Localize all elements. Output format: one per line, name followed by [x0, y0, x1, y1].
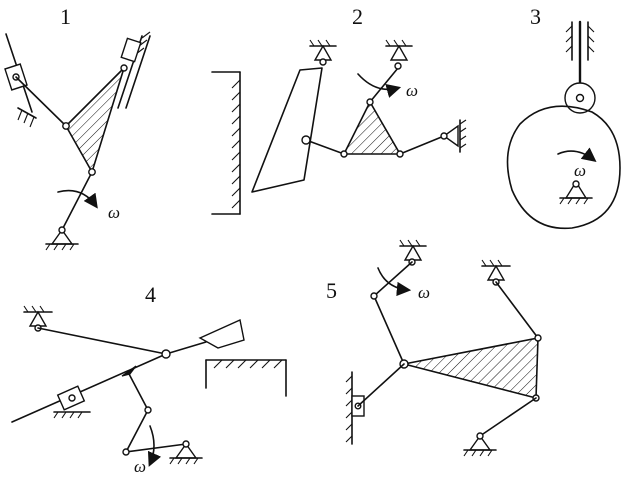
link-rocker [127, 371, 149, 411]
mechanism-2: 2 [211, 4, 467, 215]
fixed-support-crank [399, 239, 427, 266]
mechanism-3: 3 ω [506, 4, 621, 230]
mechanism-1: 1 [4, 4, 151, 251]
fixed-support-crank [385, 39, 413, 70]
omega-label: ω [418, 283, 430, 302]
crank-link [369, 67, 399, 103]
link-ground [125, 443, 187, 453]
wall-fixed [211, 71, 241, 215]
rocker-link [399, 135, 445, 155]
roller-pin [575, 93, 585, 103]
mechanism-5: 5 [326, 239, 542, 457]
mechanism-3-label: 3 [530, 4, 541, 29]
link-plate-coupler [305, 139, 345, 155]
coupler-plate [403, 337, 539, 400]
long-rod [11, 353, 167, 423]
crank-link [373, 261, 413, 297]
omega-arrow [147, 425, 162, 467]
coupler-link [373, 295, 405, 365]
coupler-triangle [342, 100, 402, 155]
follower-guide [565, 21, 595, 61]
rod-bracket [121, 365, 137, 377]
omega-arrow [357, 73, 402, 98]
omega-label: ω [406, 81, 418, 100]
joint [120, 64, 128, 72]
joint [534, 334, 542, 342]
mechanism-4: 4 [11, 282, 287, 476]
fixed-support-right [481, 259, 511, 286]
cam-disc [506, 105, 621, 230]
mechanism-1-label: 1 [60, 4, 71, 29]
joint [366, 98, 374, 106]
omega-label: ω [134, 457, 146, 476]
slider-wall [345, 371, 365, 445]
joint [301, 135, 311, 145]
coupler-triangle [65, 67, 125, 175]
mechanism-4-label: 4 [145, 282, 156, 307]
link-crank [125, 409, 149, 453]
workpiece-base [205, 359, 287, 397]
joint [396, 150, 404, 158]
link-slider-coupler [15, 76, 67, 127]
joint [370, 292, 378, 300]
swing-plate [251, 67, 323, 193]
joint [161, 349, 171, 359]
fixed-support-bottom [169, 440, 203, 465]
rocker-link [495, 281, 539, 339]
cam-pivot [559, 180, 593, 205]
joint [122, 448, 130, 456]
omega-arrow [57, 189, 98, 209]
slider-block [53, 385, 91, 419]
slider-block-right [120, 37, 142, 63]
fixed-support-bottom [463, 432, 497, 457]
joint [62, 122, 70, 130]
tool-head [198, 319, 245, 349]
fixed-support-right [440, 119, 467, 153]
mechanism-2-label: 2 [352, 4, 363, 29]
lower-link [479, 397, 537, 437]
omega-label: ω [574, 161, 586, 180]
omega-arrow [557, 147, 597, 162]
joint [144, 406, 152, 414]
slider-link [357, 363, 405, 407]
link-upper [37, 327, 167, 355]
mechanism-5-label: 5 [326, 278, 337, 303]
fixed-support-left [23, 305, 53, 332]
omega-arrow [377, 267, 412, 297]
slider-guide-right-2 [125, 35, 151, 109]
fixed-support-top [309, 39, 337, 66]
crank-link [61, 171, 93, 231]
rod-extension [165, 341, 207, 355]
ground-support-left [17, 107, 37, 128]
omega-label: ω [108, 203, 120, 222]
joint [88, 168, 96, 176]
joint [340, 150, 348, 158]
fixed-support-bottom [45, 226, 79, 251]
